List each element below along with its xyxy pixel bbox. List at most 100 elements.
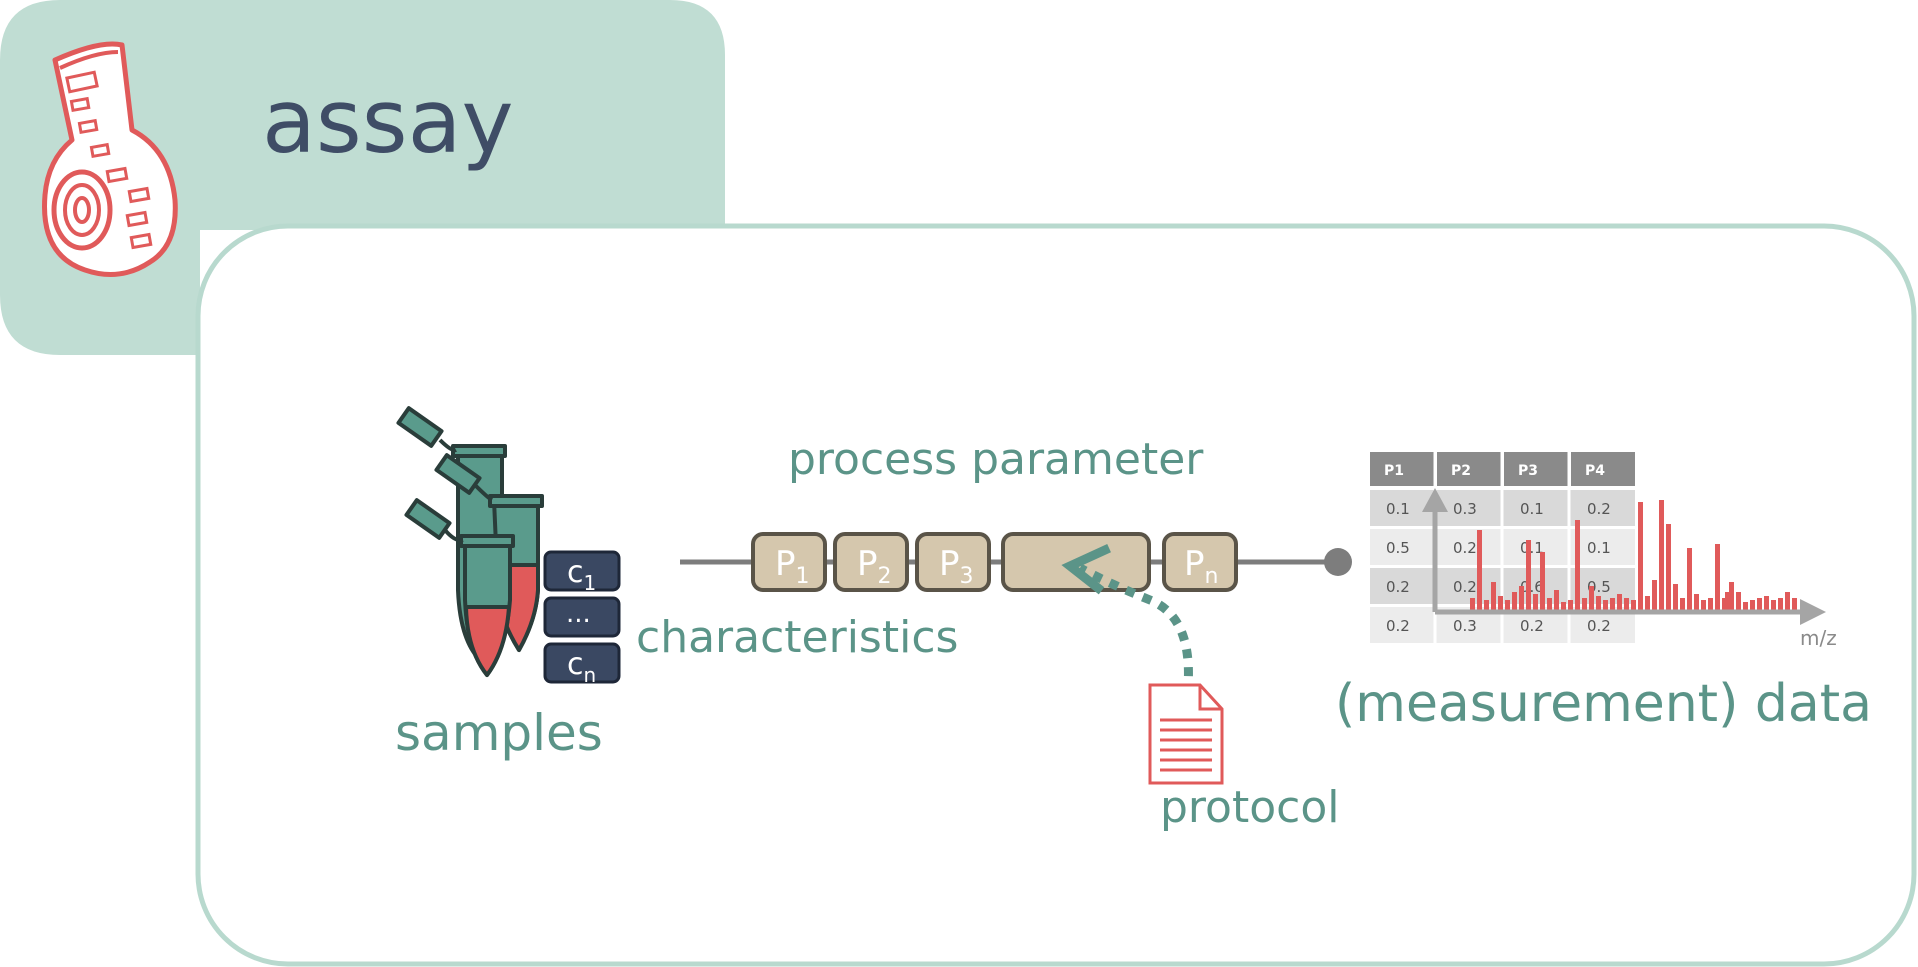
spectrum-peak [1589, 586, 1594, 610]
spectrum-peak [1785, 592, 1790, 610]
spectrum-peak [1722, 598, 1727, 610]
assay-header-tab [0, 0, 725, 355]
characteristics-stack: c1 ... cn [543, 550, 621, 687]
spectrum-peak [1610, 598, 1615, 610]
spectrum-peak [1701, 600, 1706, 610]
process-step-1 [751, 532, 827, 592]
characteristic-label-3: cn [567, 647, 596, 687]
process-step-n [1162, 532, 1238, 592]
spectrum-peak [1750, 600, 1755, 610]
spectrum-x-axis-label: m/z [1800, 626, 1837, 650]
table-cell: 0.1 [1520, 539, 1544, 557]
protocol-arrow-head [1061, 544, 1111, 595]
data-table: P1 P2 P3 P4 0.1 0.3 0.1 0.2 0.5 0.2 0.1 … [1370, 452, 1635, 645]
table-cell: 0.2 [1386, 617, 1410, 635]
table-cell: 0.2 [1520, 617, 1544, 635]
table-header-label-4: P4 [1585, 463, 1605, 479]
spectrum-peak [1715, 544, 1720, 610]
characteristic-label-2: ... [566, 599, 591, 629]
protocol-arrow [1077, 564, 1193, 713]
spectrum-peak [1568, 600, 1573, 610]
process-step-label-n: Pn [1184, 544, 1218, 589]
spectrum-peak [1554, 590, 1559, 610]
assay-frame [195, 223, 1917, 967]
table-cell: 0.5 [1386, 539, 1410, 557]
spectrum-peak [1561, 602, 1566, 610]
table-cell: 0.6 [1520, 578, 1544, 596]
samples-label: samples [395, 704, 603, 762]
spectrum-peak [1603, 600, 1608, 610]
spectrum-peak [1729, 582, 1734, 610]
spectrum-peak [1652, 580, 1657, 610]
table-cell: 0.3 [1453, 617, 1477, 635]
spectrum-peak [1512, 592, 1517, 610]
table-cell: 0.1 [1520, 500, 1544, 518]
spectrum-peak [1484, 600, 1489, 610]
spectrum-peak [1624, 598, 1629, 610]
spectrum-peak [1631, 600, 1636, 610]
measurement-data-label: (measurement) data [1335, 674, 1873, 734]
table-cell: 0.3 [1453, 500, 1477, 518]
table-header-label-2: P2 [1451, 463, 1471, 479]
process-parameter-label: process parameter [788, 434, 1204, 485]
table-cell: 0.2 [1386, 578, 1410, 596]
spectrum-peak [1792, 598, 1797, 610]
process-end-dot [1324, 548, 1352, 576]
mass-spectrum: m/z [1422, 488, 1837, 650]
spectrum-peak [1477, 530, 1482, 610]
spectrum-peak [1617, 594, 1622, 610]
table-cell: 0.1 [1386, 500, 1410, 518]
spectrum-peak [1547, 598, 1552, 610]
spectrum-peak [1778, 598, 1783, 610]
spectrum-peak [1470, 598, 1475, 610]
table-header-label-3: P3 [1518, 463, 1538, 479]
table-cell: 0.2 [1587, 500, 1611, 518]
spectrum-peak [1659, 500, 1664, 610]
spectrum-peak [1673, 584, 1678, 610]
spectrum-peak [1498, 596, 1503, 610]
process-step-label-3: P3 [939, 544, 974, 589]
spectrum-peak [1575, 520, 1580, 610]
spectrum-peak [1540, 552, 1545, 610]
table-cell: 0.1 [1587, 539, 1611, 557]
spectrum-peak [1666, 524, 1671, 610]
spectrum-peak [1757, 598, 1762, 610]
spectrum-peak [1708, 598, 1713, 610]
table-cell: 0.2 [1453, 539, 1477, 557]
spectrum-peak [1736, 592, 1741, 610]
process-step-label-1: P1 [775, 544, 810, 589]
table-cell: 0.2 [1587, 617, 1611, 635]
spectrum-peak [1743, 602, 1748, 610]
spectrum-y-arrowhead [1422, 488, 1448, 512]
table-header-2 [1437, 452, 1501, 486]
spectrum-peak [1764, 596, 1769, 610]
table-header-1 [1370, 452, 1434, 486]
table-header-4 [1571, 452, 1635, 486]
characteristic-box-3 [543, 642, 621, 684]
sample-tubes-icon [396, 406, 544, 677]
spectrum-peak [1505, 600, 1510, 610]
spectrum-peak [1582, 598, 1587, 610]
table-cell: 0.2 [1453, 578, 1477, 596]
spectrum-peak [1526, 540, 1531, 610]
process-step-label-2: P2 [857, 544, 892, 589]
process-steps: P1 P2 P3 Pn [751, 532, 1238, 592]
process-step-3 [915, 532, 991, 592]
spectrum-peak [1680, 598, 1685, 610]
spectrum-peak [1694, 594, 1699, 610]
spectrum-peak [1596, 596, 1601, 610]
spectrum-peak [1533, 594, 1538, 610]
tape-roll-icon [42, 41, 178, 277]
spectrum-x-arrowhead [1800, 599, 1826, 625]
spectrum-peak [1645, 596, 1650, 610]
characteristics-label: characteristics [636, 612, 959, 663]
document-icon [1148, 683, 1224, 785]
spectrum-peak [1491, 582, 1496, 610]
process-step-2 [833, 532, 909, 592]
characteristic-box-2 [543, 596, 621, 638]
characteristic-box-1 [543, 550, 621, 592]
spectrum-peak [1638, 502, 1643, 610]
table-header-label-1: P1 [1384, 463, 1404, 479]
protocol-label: protocol [1160, 782, 1340, 833]
